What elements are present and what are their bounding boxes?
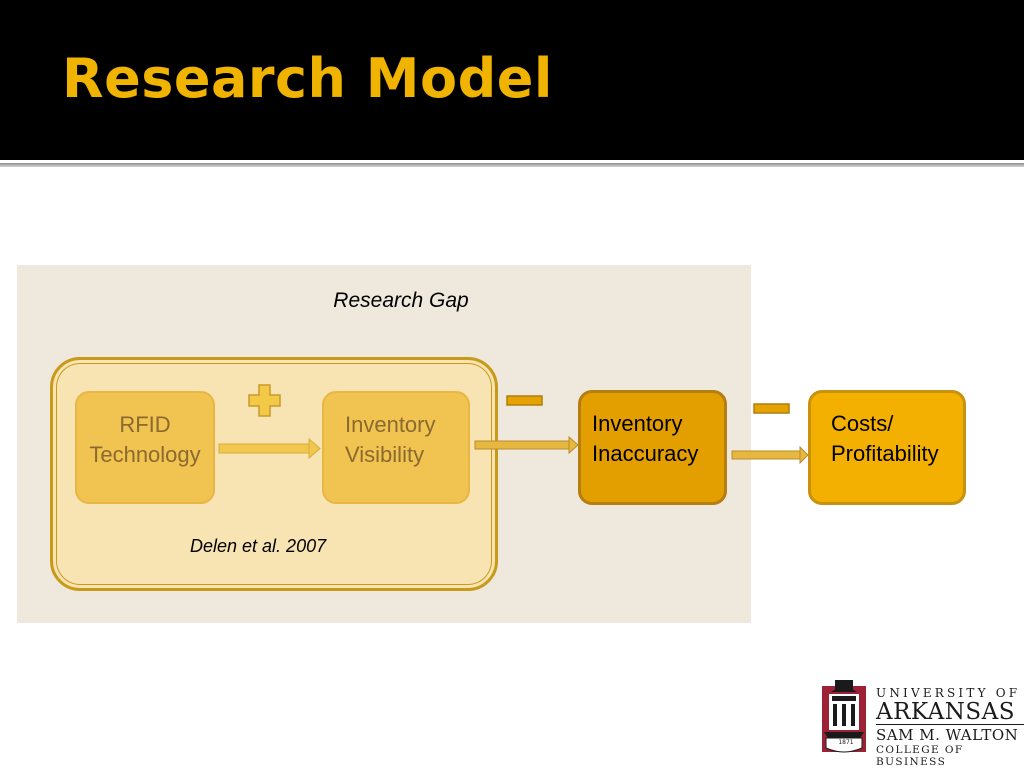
node-inventory-inaccuracy: Inventory Inaccuracy [578,390,727,505]
logo-seal-year: 1871 [838,739,854,746]
logo-line-walton: SAM M. WALTON [876,726,1019,744]
logo-line-university-of: UNIVERSITY OF [876,686,1021,700]
node-rfid-technology: RFID Technology [75,391,215,504]
university-logo-seal [822,680,866,753]
arrow-visibility-to-inaccuracy [474,435,579,455]
logo-line-arkansas: ARKANSAS [876,700,1024,725]
arrow-rfid-to-visibility [218,437,321,460]
node-rfid-line1: RFID [119,412,171,437]
minus-sign-icon-2 [753,403,790,414]
title-bar [0,0,1024,160]
node-visibility-line1: Inventory [345,412,436,437]
research-gap-label: Research Gap [333,289,469,312]
node-visibility-line2: Visibility [345,442,425,467]
node-costs-line2: Profitability [831,441,939,466]
node-costs-profitability: Costs/ Profitability [808,390,966,505]
minus-sign-icon-1 [506,395,543,406]
node-costs-line1: Costs/ [831,411,894,436]
slide-title: Research Model [62,47,553,110]
citation: Delen et al. 2007 [190,536,327,556]
node-inaccuracy-line2: Inaccuracy [592,441,699,466]
arrow-inaccuracy-to-costs [731,445,809,465]
logo-line-college: COLLEGE OF BUSINESS [876,744,964,768]
header-divider [0,163,1024,167]
node-rfid-line2: Technology [89,442,201,467]
node-inaccuracy-line1: Inventory [592,411,683,436]
plus-sign-icon [248,384,281,417]
node-inventory-visibility: Inventory Visibility [322,391,470,504]
university-wordmark: UNIVERSITY OF ARKANSAS SAM M. WALTON COL… [876,686,1024,768]
